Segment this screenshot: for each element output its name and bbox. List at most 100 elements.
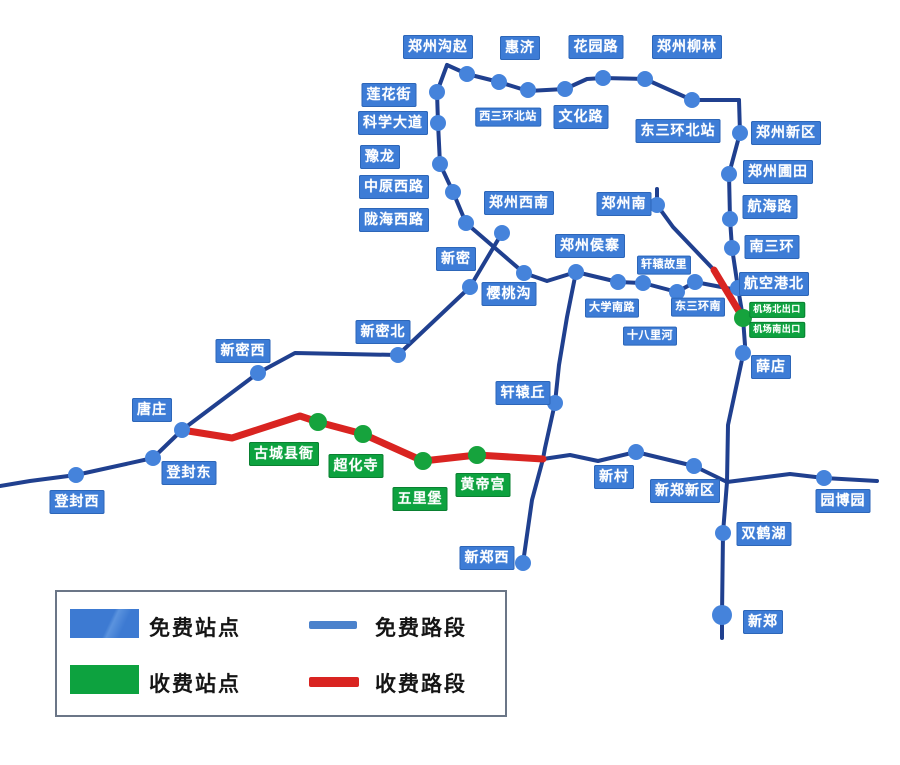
free-station-node — [174, 422, 190, 438]
road-zhengshao-west-road — [0, 231, 504, 488]
station-label: 登封东 — [161, 460, 217, 486]
station-label: 陇海西路 — [359, 207, 429, 233]
station-label: 西三环北站 — [475, 107, 541, 127]
station-label: 十八里河 — [623, 326, 677, 346]
road-toll-section-airport — [710, 266, 747, 322]
station-label: 大学南路 — [585, 298, 639, 318]
toll-station-node — [414, 452, 432, 470]
free-station-node — [610, 274, 626, 290]
station-label: 新村 — [594, 464, 634, 490]
free-station-node — [430, 115, 446, 131]
station-label: 莲花街 — [361, 82, 417, 108]
station-label: 机场南出口 — [749, 321, 805, 339]
station-label: 郑州南 — [596, 191, 652, 217]
station-label: 古城县衙 — [249, 441, 319, 467]
free-station-node — [494, 225, 510, 241]
station-label: 轩辕故里 — [637, 255, 691, 275]
station-label: 文化路 — [553, 104, 609, 130]
station-label: 郑州侯寨 — [555, 233, 625, 259]
station-label: 新郑 — [743, 609, 783, 635]
toll-station-node — [468, 446, 486, 464]
legend-free-road-label: 免费路段 — [375, 616, 467, 640]
toll-station-node — [309, 413, 327, 431]
free-station-node — [445, 184, 461, 200]
legend-free-road-swatch — [309, 621, 357, 629]
station-label: 双鹤湖 — [736, 521, 792, 547]
free-station-node — [637, 71, 653, 87]
free-station-node — [687, 274, 703, 290]
legend-toll-station-swatch — [70, 665, 139, 694]
station-label: 新密 — [436, 246, 476, 272]
free-station-node — [462, 279, 478, 295]
station-label: 新密西 — [215, 338, 271, 364]
station-label: 新郑新区 — [650, 478, 720, 504]
free-station-node — [429, 84, 445, 100]
free-station-node — [568, 264, 584, 280]
station-label: 新郑西 — [459, 545, 515, 571]
station-label: 花园路 — [568, 34, 624, 60]
station-label: 航空港北 — [739, 271, 809, 297]
free-station-node — [722, 211, 738, 227]
station-label: 机场北出口 — [749, 301, 805, 319]
free-station-node — [628, 444, 644, 460]
free-station-node — [715, 525, 731, 541]
road-north-ring-top — [445, 63, 741, 102]
free-station-node — [390, 347, 406, 363]
station-label: 中原西路 — [359, 174, 429, 200]
road-xuanyuanqiu-vertical — [521, 270, 578, 565]
station-label: 园博园 — [815, 488, 871, 514]
station-label: 樱桃沟 — [481, 281, 537, 307]
free-station-node — [250, 365, 266, 381]
free-station-node — [724, 240, 740, 256]
free-station-node — [816, 470, 832, 486]
station-label: 轩辕丘 — [495, 380, 551, 406]
free-station-node — [649, 197, 665, 213]
free-station-node — [595, 70, 611, 86]
station-label: 唐庄 — [132, 397, 172, 423]
station-label: 郑州柳林 — [652, 34, 722, 60]
free-station-node — [459, 66, 475, 82]
station-label: 航海路 — [742, 194, 798, 220]
free-station-node — [547, 395, 563, 411]
legend-toll-road-label: 收费路段 — [375, 672, 467, 696]
station-label: 郑州新区 — [751, 120, 821, 146]
free-station-node — [712, 605, 732, 625]
station-label: 薛店 — [751, 354, 791, 380]
legend-free-station-label: 免费站点 — [149, 616, 241, 640]
toll-station-node — [734, 309, 752, 327]
station-label: 豫龙 — [360, 144, 400, 170]
station-label: 郑州沟赵 — [403, 34, 473, 60]
free-station-node — [520, 82, 536, 98]
legend-toll-station-label: 收费站点 — [149, 672, 241, 696]
free-station-node — [669, 284, 685, 300]
road-toll-section-west — [178, 412, 547, 465]
station-label: 黄帝宫 — [455, 472, 511, 498]
free-station-node — [684, 92, 700, 108]
free-station-node — [68, 467, 84, 483]
station-label: 新密北 — [355, 319, 411, 345]
station-label: 登封西 — [49, 489, 105, 515]
free-station-node — [458, 215, 474, 231]
free-station-node — [732, 125, 748, 141]
station-label: 惠济 — [500, 35, 540, 61]
free-station-node — [557, 81, 573, 97]
station-label: 南三环 — [744, 234, 800, 260]
station-label: 五里堡 — [392, 486, 448, 512]
legend-toll-road-swatch — [309, 677, 359, 687]
station-label: 东三环南 — [671, 297, 725, 317]
free-station-node — [516, 265, 532, 281]
free-station-node — [515, 555, 531, 571]
station-label: 东三环北站 — [635, 118, 721, 144]
legend-free-station-swatch — [70, 609, 139, 638]
free-station-node — [735, 345, 751, 361]
free-station-node — [432, 156, 448, 172]
station-label: 郑州西南 — [484, 190, 554, 216]
free-station-node — [635, 275, 651, 291]
toll-station-node — [354, 425, 372, 443]
station-label: 郑州圃田 — [743, 159, 813, 185]
legend-box: 免费站点 免费路段 收费站点 收费路段 — [55, 590, 507, 717]
free-station-node — [721, 166, 737, 182]
station-label: 科学大道 — [358, 110, 428, 136]
